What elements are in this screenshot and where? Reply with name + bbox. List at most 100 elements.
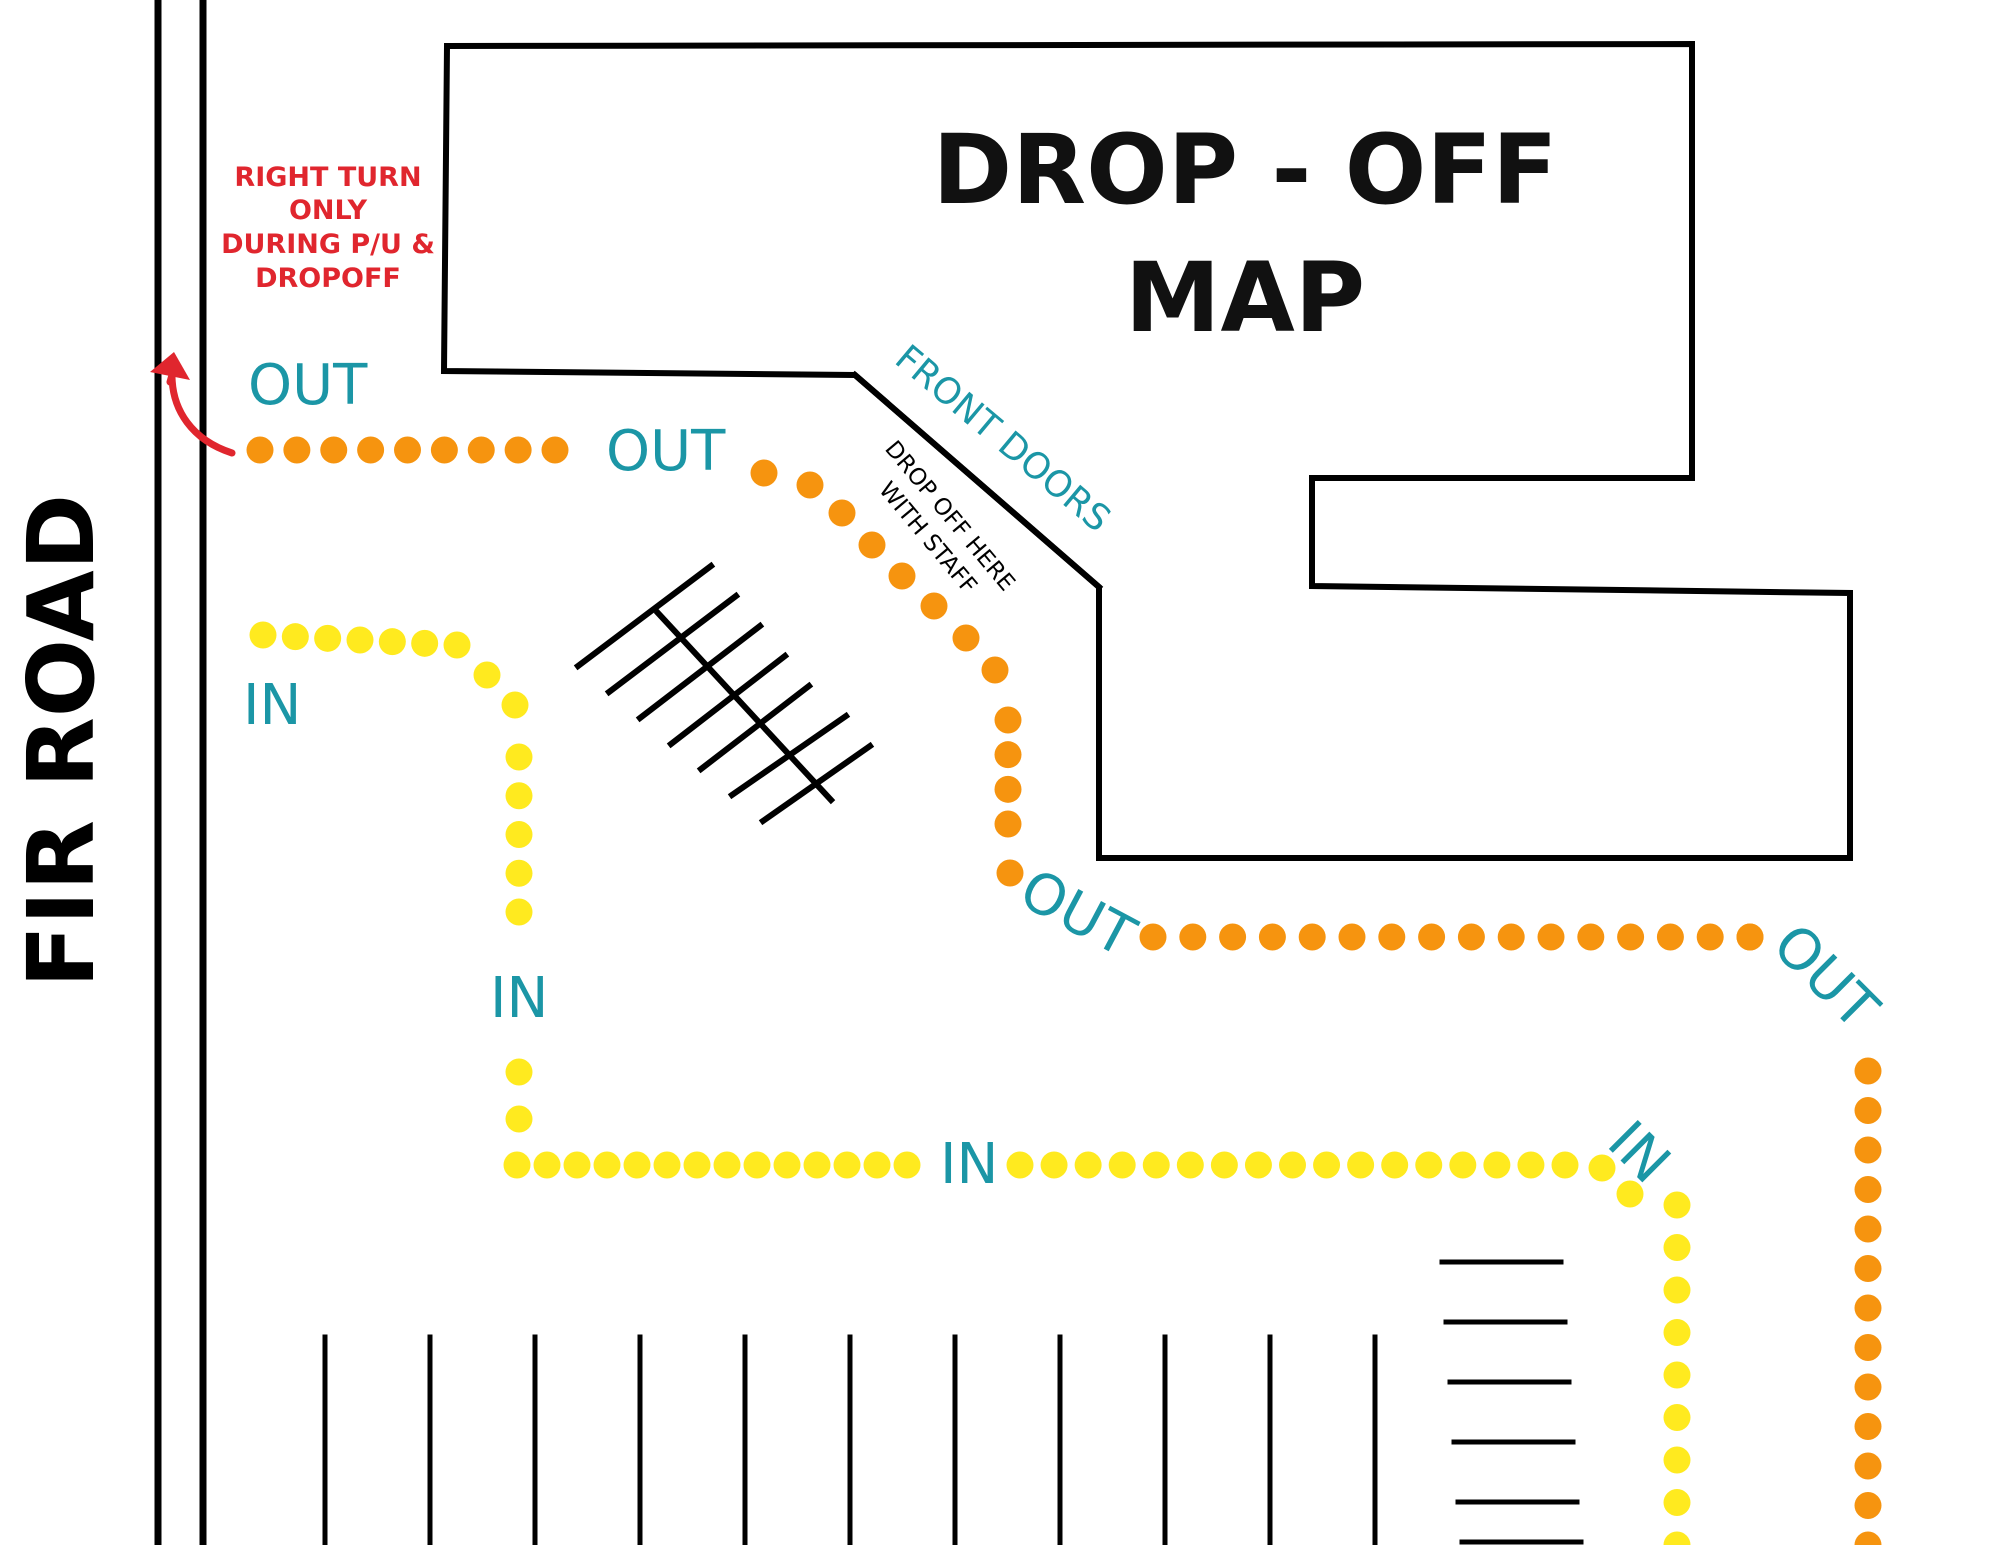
out-route-dot: [1854, 1531, 1882, 1545]
front-door-line: [850, 370, 1104, 592]
curved-arrow-up-icon: [150, 352, 236, 457]
in-label-lower: IN: [940, 1132, 998, 1197]
in-route-dot: [503, 1151, 531, 1179]
in-route-dot: [713, 1151, 741, 1179]
in-route-dot: [1663, 1276, 1691, 1304]
out-route-dot: [1378, 923, 1406, 951]
in-route-dot: [1483, 1151, 1511, 1179]
map-title-line-2: MAP: [1125, 242, 1365, 354]
out-route-dot: [1854, 1057, 1882, 1085]
in-route-dot: [1517, 1151, 1545, 1179]
out-route-dot: [1854, 1334, 1882, 1361]
out-route-dot: [920, 592, 948, 620]
out-route-dot: [994, 706, 1022, 734]
in-route-dot: [1663, 1234, 1691, 1261]
in-route-dot: [893, 1151, 921, 1179]
in-route-dot: [1006, 1151, 1034, 1179]
out-label-bend: OUT: [1009, 857, 1146, 971]
out-route-dot: [1139, 923, 1167, 951]
out-route-dot: [1854, 1176, 1882, 1203]
out-route-dot: [1338, 923, 1366, 951]
out-route-dot: [952, 624, 980, 652]
in-route-dot: [1663, 1319, 1691, 1346]
in-route-dot: [1279, 1151, 1306, 1179]
out-route-dot: [1854, 1097, 1882, 1124]
in-label-entrance: IN: [243, 673, 301, 738]
in-route-dot: [501, 691, 529, 719]
in-route-dot: [1449, 1151, 1477, 1179]
in-route-dot: [563, 1151, 591, 1179]
in-route-dot: [683, 1151, 711, 1179]
out-label-exit: OUT: [248, 353, 368, 418]
in-route-dot: [1616, 1180, 1644, 1208]
out-route-dot: [1854, 1255, 1882, 1282]
in-route-dot: [1347, 1151, 1375, 1179]
in-route-dot: [411, 629, 439, 657]
in-route-dot: [505, 859, 533, 887]
turn-notice-line-3: DURING P/U &: [221, 229, 435, 260]
out-route-dot: [430, 436, 458, 464]
out-label-upper: OUT: [606, 419, 726, 484]
in-route-dot: [281, 623, 309, 651]
out-route-dot: [504, 436, 532, 464]
in-route-dot: [1210, 1151, 1238, 1179]
in-route-dot: [1313, 1151, 1341, 1179]
out-route-dot: [1219, 923, 1247, 951]
in-route-dot: [803, 1151, 831, 1179]
road-label: FIR ROAD: [8, 494, 115, 988]
angled-parking-stripes: [573, 561, 875, 826]
out-label-corner: OUT: [1760, 912, 1891, 1043]
in-route-dot: [505, 743, 533, 771]
out-route-dot: [283, 436, 311, 464]
in-route-dot: [1040, 1151, 1068, 1179]
in-route-dot: [378, 628, 406, 656]
out-route-dot: [394, 436, 421, 464]
in-route-dot: [833, 1151, 861, 1179]
out-route-dot: [1656, 923, 1684, 951]
out-route-dot: [246, 436, 274, 464]
out-route-dot: [1537, 923, 1565, 951]
out-route-dot: [1854, 1215, 1882, 1243]
out-route-dot: [828, 499, 856, 527]
in-route-dot: [653, 1151, 681, 1179]
in-route-dot: [1074, 1151, 1102, 1179]
turn-notice-line-4: DROPOFF: [255, 263, 401, 294]
in-route-dot: [773, 1151, 801, 1179]
out-route-dot: [996, 859, 1024, 887]
out-route-dot: [1179, 923, 1207, 951]
in-route-dot: [505, 1105, 533, 1133]
in-route-dot: [505, 898, 533, 926]
out-route-dot: [541, 436, 569, 464]
out-route-dot: [1854, 1413, 1882, 1440]
out-route-dot: [994, 775, 1022, 803]
school-building: [440, 40, 1853, 861]
in-route-dot: [473, 661, 501, 689]
out-route-dot: [1617, 923, 1645, 951]
in-route-dot: [1415, 1151, 1443, 1179]
out-route-dot: [750, 459, 778, 487]
in-route-dot: [743, 1151, 771, 1179]
turn-notice-line-2: ONLY: [289, 195, 368, 226]
out-route-dot: [796, 471, 824, 499]
out-route-dot: [357, 436, 385, 464]
out-route-dot: [467, 436, 495, 464]
in-route-dot: [1663, 1361, 1691, 1389]
in-route-dot: [1588, 1154, 1616, 1182]
out-route-dot: [1854, 1136, 1882, 1164]
out-route-dot: [981, 656, 1009, 684]
in-route-dot: [1663, 1489, 1691, 1516]
in-label-lane: IN: [490, 966, 548, 1031]
in-route-dot: [1663, 1404, 1691, 1431]
out-route-dot: [1854, 1492, 1882, 1519]
in-route-dot: [1176, 1151, 1204, 1179]
in-route-dot: [249, 621, 277, 649]
side-parking-stripes: [1439, 1259, 1584, 1545]
out-route-dot: [1298, 923, 1326, 951]
out-route-dot: [1457, 923, 1485, 951]
out-route-dot: [1696, 923, 1724, 951]
in-route-dot: [1381, 1151, 1409, 1179]
out-route-dot: [888, 562, 916, 590]
bottom-parking-stripes: [322, 1334, 1378, 1545]
in-route-dot: [623, 1151, 651, 1179]
out-route-dot: [1577, 923, 1605, 951]
